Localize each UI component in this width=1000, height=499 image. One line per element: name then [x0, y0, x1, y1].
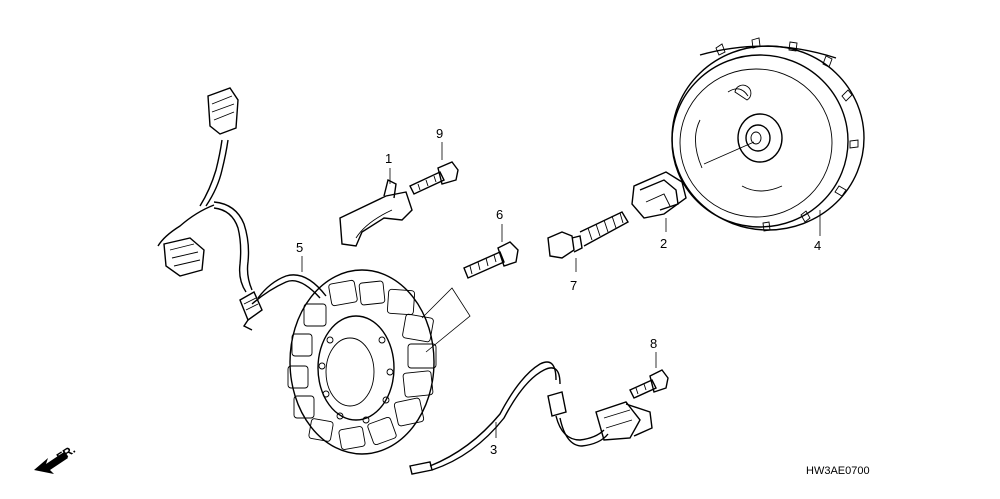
diagram-code: HW3AE0700	[806, 465, 870, 477]
screw-9[interactable]	[409, 142, 459, 195]
flange-bolt[interactable]	[547, 211, 629, 272]
arrow-down-left-icon	[34, 452, 68, 474]
callout-6: 6	[496, 207, 503, 222]
pulse-generator-bolt[interactable]	[629, 352, 669, 399]
callout-7: 7	[570, 278, 577, 293]
callout-9: 9	[436, 126, 443, 141]
callout-5: 5	[296, 240, 303, 255]
stator[interactable]	[287, 269, 471, 455]
callout-2: 2	[660, 236, 667, 251]
cord-clamp[interactable]	[339, 168, 413, 247]
stator-bolt[interactable]	[463, 224, 519, 279]
callout-1: 1	[385, 151, 392, 166]
stator-wire-harness[interactable]	[157, 87, 327, 331]
flywheel-spacer[interactable]	[631, 171, 687, 232]
flywheel[interactable]	[671, 37, 865, 236]
pulse-generator[interactable]	[409, 361, 653, 475]
callout-3: 3	[490, 442, 497, 457]
callout-4: 4	[814, 238, 821, 253]
callout-8: 8	[650, 336, 657, 351]
